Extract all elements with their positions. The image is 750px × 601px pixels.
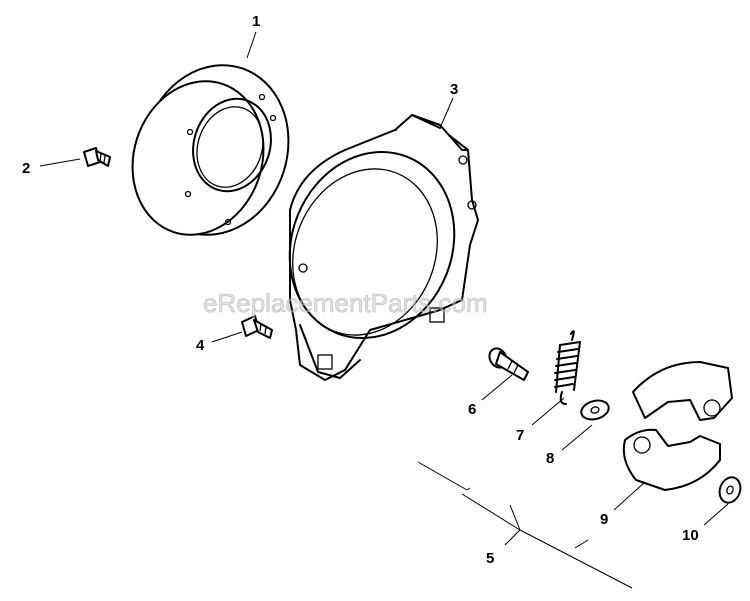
part-9-clutch-shoes: [622, 361, 733, 491]
part-1-rotor: [131, 64, 290, 236]
part-10-washer: [718, 476, 742, 504]
callout-2: 2: [22, 160, 30, 177]
callout-10: 10: [682, 527, 699, 544]
leader-lines: [39, 31, 729, 589]
callout-1: 1: [252, 13, 260, 30]
part-8-washer: [580, 399, 610, 421]
part-2-screw: [83, 147, 111, 167]
callout-4: 4: [196, 337, 205, 354]
callout-5: 5: [486, 550, 494, 567]
callout-9: 9: [600, 511, 608, 528]
callouts: 1 2 3 4 5 6 7 8 9 10: [22, 13, 699, 567]
part-7-spring: [554, 330, 581, 405]
watermark-text: eReplacementParts.com: [203, 288, 488, 318]
part-3-housing: [288, 114, 479, 381]
callout-3: 3: [450, 81, 458, 98]
callout-7: 7: [516, 427, 524, 444]
part-6-bolt: [488, 347, 529, 381]
callout-8: 8: [546, 450, 554, 467]
callout-6: 6: [468, 401, 476, 418]
part-4-screw: [241, 315, 273, 339]
